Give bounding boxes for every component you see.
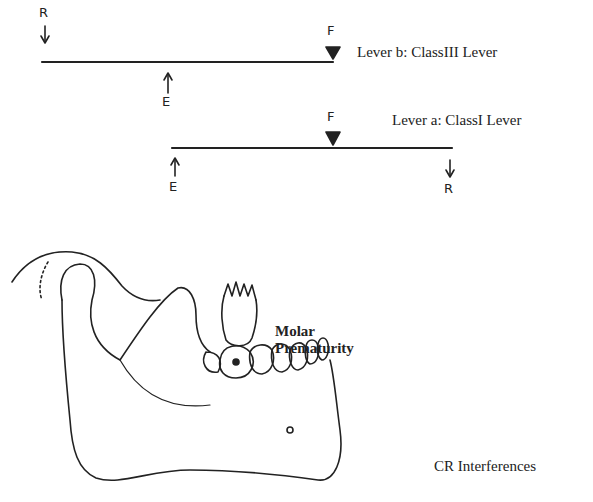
prematurity-label: Molar Prematurity [275,323,357,358]
fulcrum-label: F [327,110,334,125]
lever-caption: Lever a: ClassI Lever [392,112,522,129]
fulcrum-label: F [327,24,334,39]
effort-label: E [162,95,170,110]
resistance-label: R [444,182,453,197]
resistance-label: R [39,6,48,21]
lever-caption: Lever b: ClassIII Lever [357,44,497,61]
figure-caption: CR Interferences [434,458,536,475]
effort-label: E [169,180,177,195]
